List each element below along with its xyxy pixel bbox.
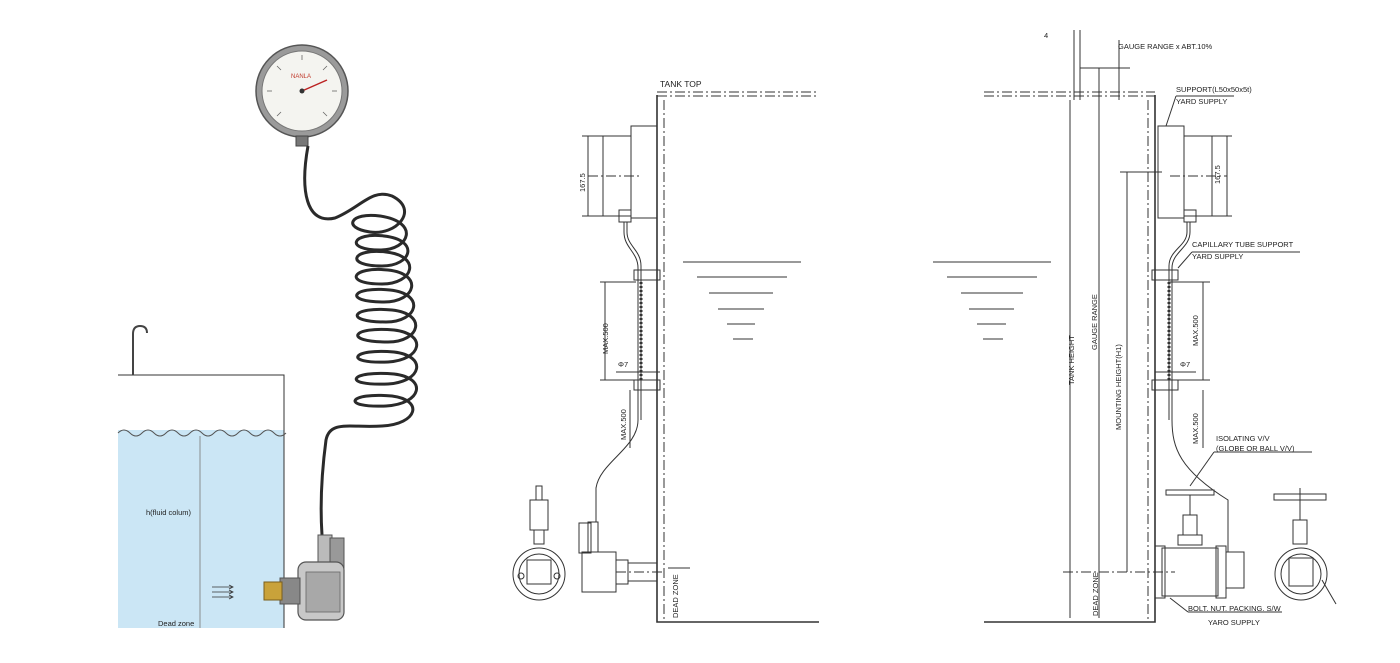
phi7-left: Φ7 bbox=[618, 360, 628, 369]
support-label: SUPPORT(L50x50x5t) bbox=[1176, 85, 1252, 94]
gauge-brand: NANLA bbox=[291, 74, 311, 80]
capillary-support-label: CAPILLARY TUBE SUPPORT bbox=[1192, 240, 1294, 249]
dim-167-right: 167.5 bbox=[1213, 165, 1222, 184]
dead-zone-right: DEAD ZONE bbox=[1091, 572, 1100, 616]
bolt-nut-label: BOLT. NUT. PACKING. S/W bbox=[1188, 604, 1282, 613]
tank-wall-right bbox=[984, 95, 1156, 623]
yard-supply-3: YARO SUPPLY bbox=[1208, 618, 1260, 627]
yard-supply-1: YARD SUPPLY bbox=[1176, 97, 1227, 106]
tank-top-label: TANK TOP bbox=[660, 79, 702, 89]
gauge-stem bbox=[295, 135, 309, 147]
transmitter-unit bbox=[263, 534, 345, 621]
drawing-right: 4 GAUGE RANGE x ABT.10% TANK HEIGHT GAUG… bbox=[933, 30, 1337, 627]
max500-upper-right: MAX.500 bbox=[1191, 315, 1200, 346]
max500-lower-right: MAX.500 bbox=[1191, 413, 1200, 444]
fluid-column-label: h(fluid colum) bbox=[146, 508, 192, 517]
gauge-range-label: GAUGE RANGE bbox=[1090, 294, 1099, 350]
phi7-right: Φ7 bbox=[1180, 360, 1190, 369]
tank-wall-left bbox=[656, 95, 819, 623]
pressure-gauge: NANLA bbox=[255, 44, 349, 147]
gauge-needle bbox=[301, 79, 328, 92]
transmitter-front-view-right bbox=[1273, 488, 1337, 605]
isolating-valve bbox=[1154, 489, 1245, 599]
mounting-height-label: MOUNTING HEIGHT(H1) bbox=[1114, 344, 1123, 430]
isolating-label: ISOLATING V/V bbox=[1216, 434, 1270, 443]
fluid-body bbox=[118, 430, 284, 628]
gauge-range-abt: GAUGE RANGE x ABT.10% bbox=[1118, 42, 1213, 51]
tank-wall bbox=[118, 374, 285, 628]
capillary-tube bbox=[303, 145, 418, 536]
fluid-surface-wave bbox=[117, 429, 287, 437]
liquid-level-symbol bbox=[683, 261, 801, 340]
hook-icon bbox=[132, 324, 148, 375]
yard-supply-2: YARD SUPPLY bbox=[1192, 252, 1243, 261]
brass-fitting bbox=[263, 581, 283, 601]
transmitter-front-view-left bbox=[512, 485, 566, 601]
liquid-level-symbol-right bbox=[933, 261, 1051, 340]
dead-zone-label: Dead zone bbox=[158, 619, 194, 628]
gauge-dial-ticks bbox=[267, 55, 337, 117]
max500-upper-left: MAX.500 bbox=[601, 323, 610, 354]
globe-ball-label: (GLOBE OR BALL V/V) bbox=[1216, 444, 1295, 453]
tank-illustration: h(fluid colum) Dead zone bbox=[117, 324, 287, 628]
max500-lower-left: MAX.500 bbox=[619, 409, 628, 440]
dim-167-left: 167.5 bbox=[578, 173, 587, 192]
tank-height-label: TANK HEIGHT bbox=[1067, 335, 1076, 385]
drawing-left: TANK TOP 167.5 MAX.500 Φ7 MAX.500 bbox=[512, 79, 819, 623]
pressure-arrows-icon bbox=[212, 584, 234, 600]
pipe-mark: 4 bbox=[1044, 31, 1048, 40]
dead-zone-left: DEAD ZONE bbox=[671, 574, 680, 618]
